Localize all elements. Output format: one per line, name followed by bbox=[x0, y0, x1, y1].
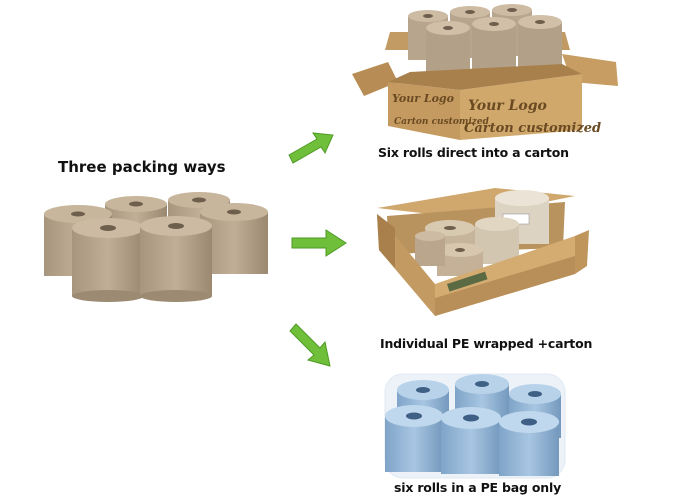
svg-text:Carton customized: Carton customized bbox=[464, 121, 601, 136]
option-3-caption: six rolls in a PE bag only bbox=[394, 480, 562, 495]
option-2-caption: Individual PE wrapped +carton bbox=[380, 336, 593, 351]
arrow-icon-down-right bbox=[289, 323, 331, 367]
kraft-rolls-image bbox=[44, 192, 268, 302]
carton-image-2 bbox=[377, 188, 589, 316]
pe-bag-image bbox=[384, 373, 566, 479]
svg-text:Carton customized: Carton customized bbox=[394, 117, 490, 127]
page-title: Three packing ways bbox=[58, 158, 226, 176]
arrow-icon-right bbox=[291, 229, 347, 257]
arrow-icon-up-right bbox=[288, 132, 334, 164]
svg-text:Your Logo: Your Logo bbox=[392, 92, 454, 105]
carton-image-1: Your Logo Carton customized Your Logo Ca… bbox=[352, 4, 618, 140]
option-1-caption: Six rolls direct into a carton bbox=[378, 145, 569, 160]
svg-text:Your Logo: Your Logo bbox=[468, 98, 547, 114]
